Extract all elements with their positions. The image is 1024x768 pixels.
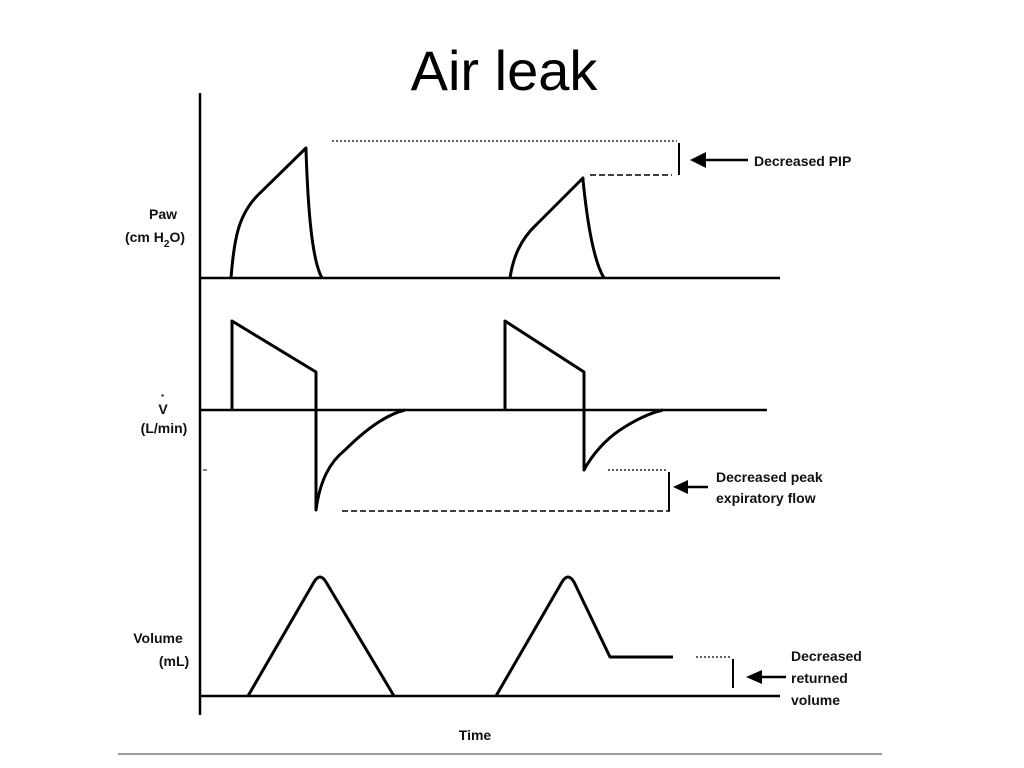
slide-title: Air leak	[410, 39, 598, 102]
volume-unit-label: (mL)	[159, 653, 189, 669]
ret-annotation-line1: Decreased	[791, 648, 862, 664]
flow-wave-b	[503, 319, 664, 472]
flow-unit-label: (L/min)	[141, 420, 188, 436]
paw-wave-b	[508, 176, 606, 279]
flow-label: V	[158, 401, 168, 417]
flow-dot-mark: ·	[161, 387, 166, 403]
paw-wave-a	[229, 146, 324, 279]
ret-annotation-line3: volume	[791, 692, 840, 708]
paw-unit-label: (cm H2O)	[125, 229, 185, 250]
paw-label: Paw	[149, 206, 177, 222]
flow-wave-a	[230, 319, 406, 512]
volume-wave-a	[246, 575, 396, 697]
ret-arrow-head	[746, 670, 762, 684]
volume-wave-b	[494, 575, 673, 697]
pip-arrow-head	[690, 152, 706, 168]
pef-annotation-line1: Decreased peak	[716, 469, 823, 485]
pip-annotation: Decreased PIP	[754, 153, 851, 169]
ret-annotation-line2: returned	[791, 670, 848, 686]
pef-annotation-line2: expiratory flow	[716, 490, 816, 506]
volume-label: Volume	[133, 630, 183, 646]
pef-arrow-head	[673, 480, 688, 494]
time-axis-label: Time	[459, 727, 492, 743]
